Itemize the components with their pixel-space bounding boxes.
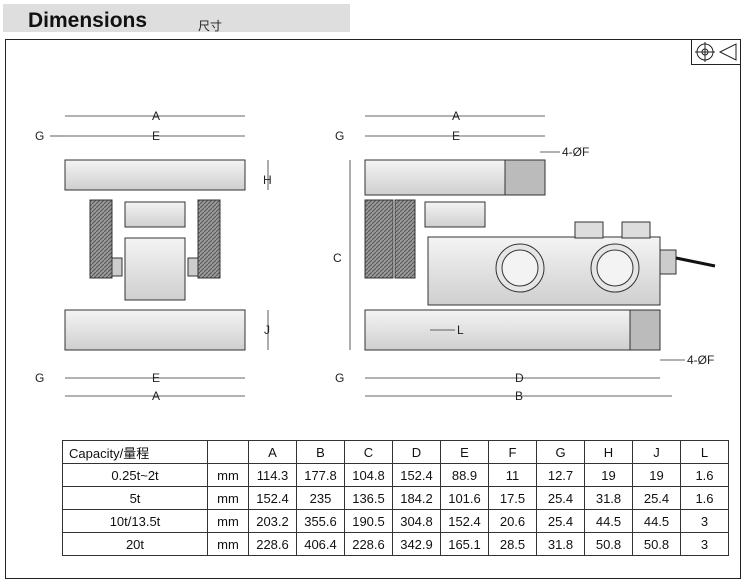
table-cell: G xyxy=(536,440,585,464)
front-view xyxy=(64,159,246,351)
table-cell: E xyxy=(440,440,489,464)
row-label: 5t xyxy=(62,486,208,510)
table-cell: 355.6 xyxy=(296,509,345,533)
label-g-side-bottom: G xyxy=(335,371,344,385)
table-cell: 28.5 xyxy=(488,532,537,556)
table-cell: 177.8 xyxy=(296,463,345,487)
page-subtitle: 尺寸 xyxy=(198,19,223,33)
table-cell: 11 xyxy=(488,463,537,487)
table-cell: 25.4 xyxy=(632,486,681,510)
table-cell: 25.4 xyxy=(536,486,585,510)
table-cell: mm xyxy=(207,486,249,510)
table-cell: 304.8 xyxy=(392,509,441,533)
table-cell: A xyxy=(248,440,297,464)
row-label: Capacity/量程 xyxy=(62,440,208,464)
label-f-top: 4-ØF xyxy=(562,145,589,159)
label-c: C xyxy=(333,251,342,265)
table-cell: C xyxy=(344,440,393,464)
table-cell: 104.8 xyxy=(344,463,393,487)
table-cell xyxy=(207,440,249,464)
table-cell: 136.5 xyxy=(344,486,393,510)
table-cell: 50.8 xyxy=(632,532,681,556)
dimension-lines xyxy=(50,115,685,397)
table-cell: F xyxy=(488,440,537,464)
table-cell: 342.9 xyxy=(392,532,441,556)
table-cell: L xyxy=(680,440,729,464)
label-d: D xyxy=(515,371,524,385)
table-cell: 17.5 xyxy=(488,486,537,510)
table-cell: 1.6 xyxy=(680,486,729,510)
table-cell: 235 xyxy=(296,486,345,510)
table-cell: 228.6 xyxy=(344,532,393,556)
projection-box xyxy=(691,39,741,65)
table-cell: 101.6 xyxy=(440,486,489,510)
label-e-top: E xyxy=(152,129,160,143)
row-label: 20t xyxy=(62,532,208,556)
table-cell: 19 xyxy=(632,463,681,487)
label-b: B xyxy=(515,389,523,403)
table-cell: mm xyxy=(207,463,249,487)
table-cell: D xyxy=(392,440,441,464)
label-j: J xyxy=(264,323,270,337)
table-cell: 165.1 xyxy=(440,532,489,556)
table-cell: 3 xyxy=(680,532,729,556)
header-bar: Dimensions 尺寸 xyxy=(3,4,350,33)
table-cell: 152.4 xyxy=(440,509,489,533)
dimension-labels: A E G H J E A G A E G C 4-ØF L 4-ØF G D … xyxy=(35,109,714,403)
table-cell: 25.4 xyxy=(536,509,585,533)
label-a-bottom: A xyxy=(152,389,160,403)
page-title: Dimensions xyxy=(28,9,148,32)
table-cell: 31.8 xyxy=(536,532,585,556)
table-cell: 203.2 xyxy=(248,509,297,533)
label-g-side: G xyxy=(335,129,344,143)
label-e-bottom: E xyxy=(152,371,160,385)
label-a-side: A xyxy=(452,109,460,123)
side-view xyxy=(364,159,716,351)
label-f-bottom: 4-ØF xyxy=(687,353,714,367)
table-cell: 50.8 xyxy=(584,532,633,556)
table-cell: 3 xyxy=(680,509,729,533)
drawing-frame xyxy=(5,39,741,579)
row-label: 0.25t~2t xyxy=(62,463,208,487)
table-cell: 152.4 xyxy=(248,486,297,510)
table-cell: 12.7 xyxy=(536,463,585,487)
table-cell: 19 xyxy=(584,463,633,487)
table-cell: 114.3 xyxy=(248,463,297,487)
first-angle-projection-icon xyxy=(695,42,737,62)
label-h: H xyxy=(263,173,272,187)
table-cell: H xyxy=(584,440,633,464)
dimension-drawing: A E G H J E A G A E G C 4-ØF L 4-ØF G D … xyxy=(35,109,716,403)
label-a-top: A xyxy=(152,109,160,123)
table-cell: B xyxy=(296,440,345,464)
row-label: 10t/13.5t xyxy=(62,509,208,533)
table-cell: 44.5 xyxy=(632,509,681,533)
table-cell: mm xyxy=(207,532,249,556)
table-cell: 228.6 xyxy=(248,532,297,556)
label-l: L xyxy=(457,323,464,337)
label-g-bottom: G xyxy=(35,371,44,385)
table-cell: 190.5 xyxy=(344,509,393,533)
table-cell: mm xyxy=(207,509,249,533)
table-cell: 31.8 xyxy=(584,486,633,510)
table-cell: 44.5 xyxy=(584,509,633,533)
table-cell: 152.4 xyxy=(392,463,441,487)
table-cell: 406.4 xyxy=(296,532,345,556)
label-e-side: E xyxy=(452,129,460,143)
table-cell: 20.6 xyxy=(488,509,537,533)
label-g-top: G xyxy=(35,129,44,143)
table-cell: 88.9 xyxy=(440,463,489,487)
table-cell: 184.2 xyxy=(392,486,441,510)
table-cell: J xyxy=(632,440,681,464)
table-cell: 1.6 xyxy=(680,463,729,487)
